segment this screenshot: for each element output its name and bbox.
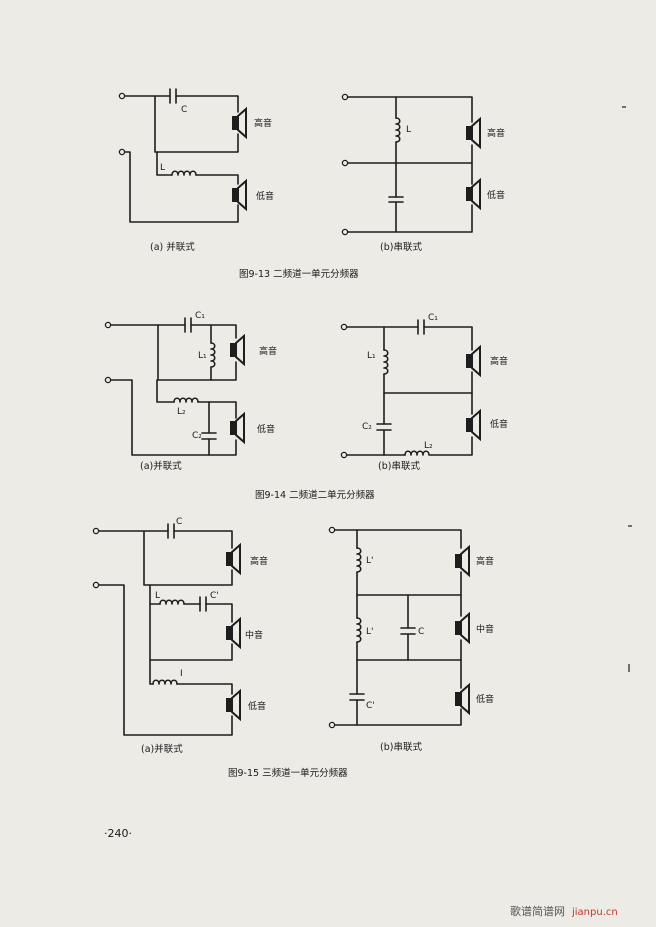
label-L2: L₂ — [177, 407, 186, 417]
terminal-bottom — [118, 148, 126, 156]
label-mid: 中音 — [476, 623, 494, 635]
label-high: 高音 — [259, 345, 277, 357]
terminal-bottom — [92, 581, 100, 589]
label-L: L — [155, 591, 160, 601]
tweeter-speaker-icon — [454, 546, 470, 576]
terminal-bottom — [328, 721, 336, 729]
fig15b-circuit — [328, 526, 470, 729]
label-L: L — [406, 125, 411, 135]
fig13-caption: 图9-13 二频道一单元分频器 — [239, 268, 359, 280]
terminal-top — [341, 93, 349, 101]
label-low: 低音 — [487, 189, 505, 201]
inductor-icon — [395, 117, 401, 143]
watermark-site: 歌谱简谱网 — [510, 904, 565, 918]
label-Cprime: C' — [366, 701, 375, 711]
terminal-bottom — [104, 376, 112, 384]
tweeter-speaker-icon — [231, 108, 247, 138]
label-C1: C₁ — [428, 313, 438, 323]
terminal-top — [104, 321, 112, 329]
label-high: 高音 — [487, 127, 505, 139]
label-C: C — [418, 627, 424, 637]
label-low: 低音 — [256, 190, 274, 202]
fig13b-circuit — [341, 93, 481, 236]
label-high: 高音 — [476, 555, 494, 567]
label-Cprime: C' — [210, 591, 219, 601]
label-I: I — [180, 669, 183, 679]
tweeter-speaker-icon — [465, 346, 481, 376]
fig15b-subcaption: (b)串联式 — [380, 741, 422, 753]
tweeter-speaker-icon — [465, 118, 481, 148]
label-L: L' — [366, 556, 374, 566]
woofer-speaker-icon — [465, 410, 481, 440]
label-high: 高音 — [254, 117, 272, 129]
tweeter-speaker-icon — [225, 544, 241, 574]
watermark-url: jianpu.cn — [571, 907, 618, 918]
label-C: C — [176, 517, 182, 527]
label-C2: C₂ — [362, 422, 372, 432]
woofer-speaker-icon — [225, 690, 241, 720]
fig13a-circuit — [118, 88, 247, 223]
label-low: 低音 — [490, 418, 508, 430]
midrange-speaker-icon — [454, 613, 470, 643]
fig13b-subcaption: (b)串联式 — [380, 241, 422, 253]
midrange-speaker-icon — [225, 618, 241, 648]
label-low: 低音 — [248, 700, 266, 712]
fig13a-subcaption: (a) 并联式 — [150, 241, 195, 253]
tweeter-speaker-icon — [229, 335, 245, 365]
fig15a-subcaption: (a)并联式 — [141, 743, 183, 755]
label-high: 高音 — [250, 555, 268, 567]
terminal-top — [328, 526, 336, 534]
page-number: ·240· — [104, 827, 132, 840]
inductor-icon — [171, 170, 197, 176]
fig14b-subcaption: (b)串联式 — [378, 460, 420, 472]
label-L2: L₂ — [424, 441, 433, 451]
inductor-L-icon — [356, 547, 362, 573]
label-high: 高音 — [490, 355, 508, 367]
fig15a-circuit — [92, 523, 241, 736]
terminal-mid — [341, 159, 349, 167]
label-mid: 中音 — [245, 629, 263, 641]
terminal-top — [92, 527, 100, 535]
fig14a-subcaption: (a)并联式 — [140, 460, 182, 472]
inductor-L2-icon — [404, 450, 430, 456]
woofer-speaker-icon — [465, 179, 481, 209]
label-low: 低音 — [476, 693, 494, 705]
label-L1: L₁ — [367, 351, 376, 361]
label-C2: C₂ — [192, 431, 202, 441]
fig14b-circuit — [340, 319, 481, 459]
woofer-speaker-icon — [231, 180, 247, 210]
label-C: C — [181, 105, 187, 115]
fig15-caption: 图9-15 三频道一单元分频器 — [228, 767, 348, 779]
terminal-top — [118, 92, 126, 100]
inductor-L2-icon — [173, 397, 199, 403]
label-Lprime: L' — [366, 627, 374, 637]
terminal-top — [340, 323, 348, 331]
terminal-bottom — [340, 451, 348, 459]
inductor-L1-icon — [383, 349, 389, 375]
label-low: 低音 — [257, 423, 275, 435]
fig14a-circuit — [104, 317, 245, 456]
woofer-speaker-icon — [229, 413, 245, 443]
inductor-I-icon — [152, 679, 178, 685]
woofer-speaker-icon — [454, 684, 470, 714]
inductor-Lprime-icon — [356, 617, 362, 643]
label-C1: C₁ — [195, 311, 205, 321]
terminal-bottom — [341, 228, 349, 236]
inductor-L1-icon — [210, 342, 216, 368]
inductor-L-icon — [159, 599, 185, 605]
fig14-caption: 图9-14 二频道二单元分频器 — [255, 489, 375, 501]
label-L1: L₁ — [198, 351, 207, 361]
label-L: L — [160, 163, 165, 173]
